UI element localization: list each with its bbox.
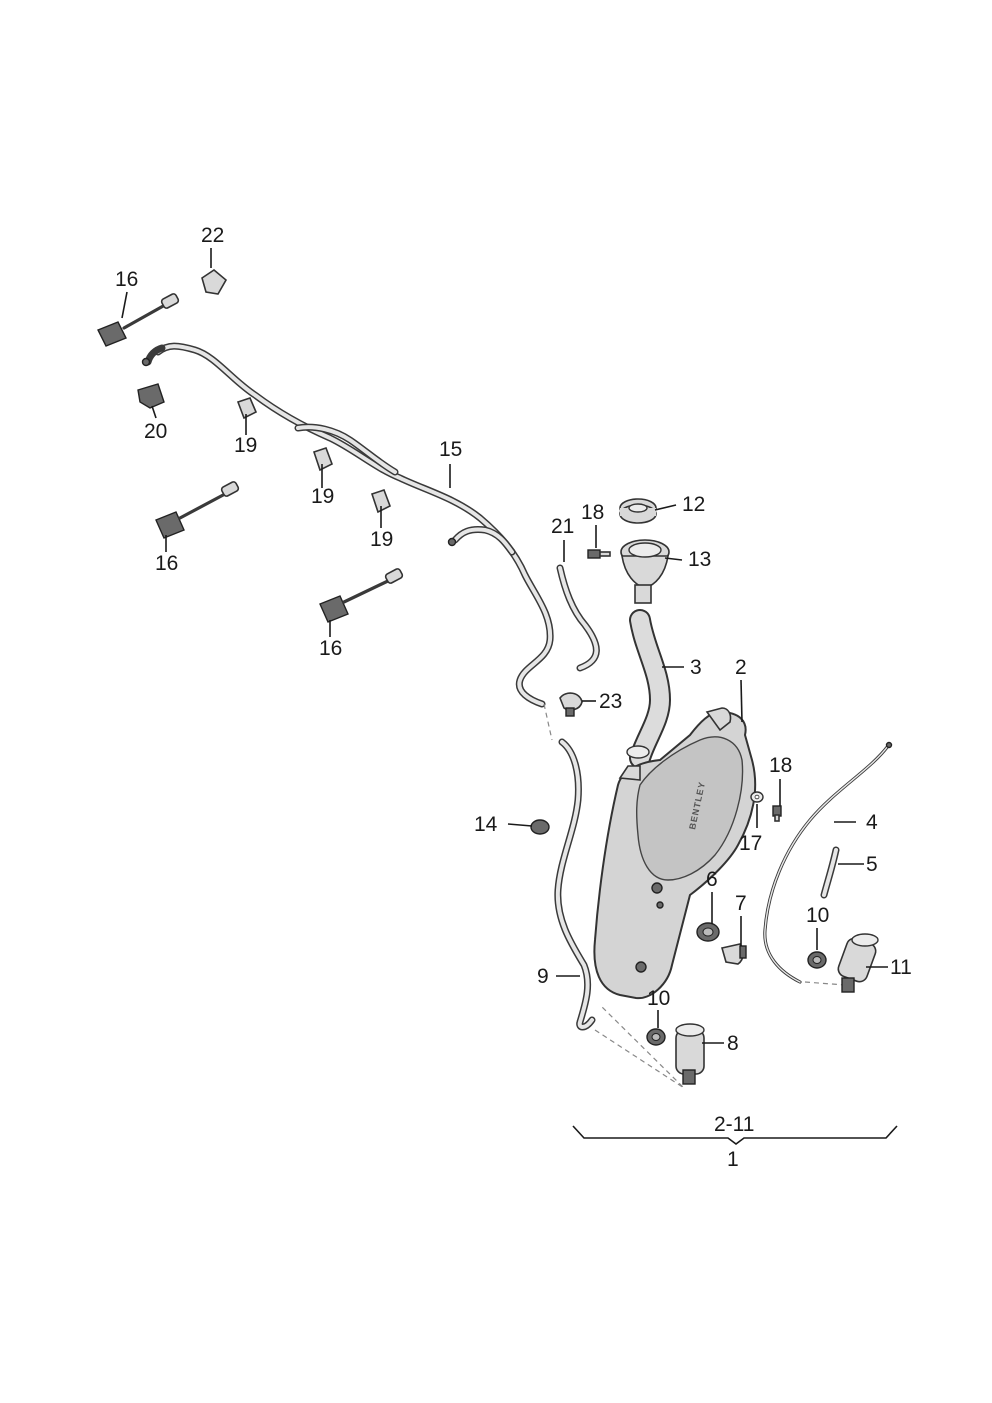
hose-4	[763, 741, 893, 984]
assembly-dashed-lines	[543, 703, 846, 1089]
grommet-6	[696, 922, 720, 942]
nozzle-16-mid	[155, 481, 240, 539]
callout-13: 13	[688, 548, 711, 571]
grommet-10-upper	[807, 951, 827, 969]
callout-19-b: 19	[311, 485, 334, 508]
callout-5: 5	[866, 853, 878, 876]
nozzle-16-low	[319, 568, 404, 623]
assembly-bracket: 2-11 1	[572, 1113, 898, 1171]
callout-11: 11	[890, 956, 912, 979]
callout-23: 23	[599, 690, 622, 713]
hose-5	[820, 846, 840, 899]
callout-10-lower: 10	[647, 987, 670, 1010]
clip-19-a	[236, 397, 258, 420]
callout-19-a: 19	[234, 434, 257, 457]
callout-16-top: 16	[115, 268, 138, 291]
callout-19-c: 19	[370, 528, 393, 551]
callout-8: 8	[727, 1032, 739, 1055]
callout-4: 4	[866, 811, 878, 834]
level-sensor-7	[720, 943, 747, 965]
callout-16-mid: 16	[155, 552, 178, 575]
filler-cap	[619, 498, 657, 524]
callout-9: 9	[537, 965, 549, 988]
callout-7: 7	[735, 892, 747, 915]
callout-20: 20	[144, 420, 167, 443]
callout-18-upper: 18	[581, 501, 604, 524]
callout-16-low: 16	[319, 637, 342, 660]
callout-2: 2	[735, 656, 747, 679]
washer-pump-8	[675, 1023, 705, 1085]
bracket-top-label: 2-11	[714, 1113, 754, 1136]
clip-22	[201, 269, 228, 295]
callout-22: 22	[201, 224, 224, 247]
bolt-18-lower	[772, 805, 782, 822]
callout-3: 3	[690, 656, 702, 679]
grommet-10-lower	[646, 1028, 666, 1046]
bracket-bottom-label: 1	[727, 1148, 739, 1171]
cap-14	[530, 819, 550, 835]
hose-9	[554, 738, 596, 1031]
callout-15: 15	[439, 438, 462, 461]
callout-18-lower: 18	[769, 754, 792, 777]
washer-17	[750, 791, 764, 803]
washer-hose-harness	[141, 342, 554, 708]
leader-lines	[121, 248, 888, 1044]
callout-labels: 22 16 20 19 15 19 19 16 16 21 18 12 13 3…	[115, 224, 912, 1055]
callout-17: 17	[739, 832, 762, 855]
callout-6: 6	[706, 868, 718, 891]
callout-21: 21	[551, 515, 574, 538]
clip-19-c	[370, 488, 392, 514]
nozzle-16-top	[97, 293, 180, 347]
clip-20	[137, 383, 165, 409]
bolt-18-upper	[587, 549, 611, 559]
hose-21	[556, 564, 600, 672]
callout-12: 12	[682, 493, 705, 516]
clip-23	[559, 692, 583, 717]
filler-neck	[620, 539, 670, 604]
washer-fluid-reservoir: BENTLEY	[593, 707, 757, 1000]
callout-14: 14	[474, 813, 498, 836]
clip-19-b	[312, 446, 334, 472]
filler-hose-3	[626, 609, 672, 769]
callout-10-upper: 10	[806, 904, 829, 927]
washer-pump-11	[837, 933, 879, 993]
